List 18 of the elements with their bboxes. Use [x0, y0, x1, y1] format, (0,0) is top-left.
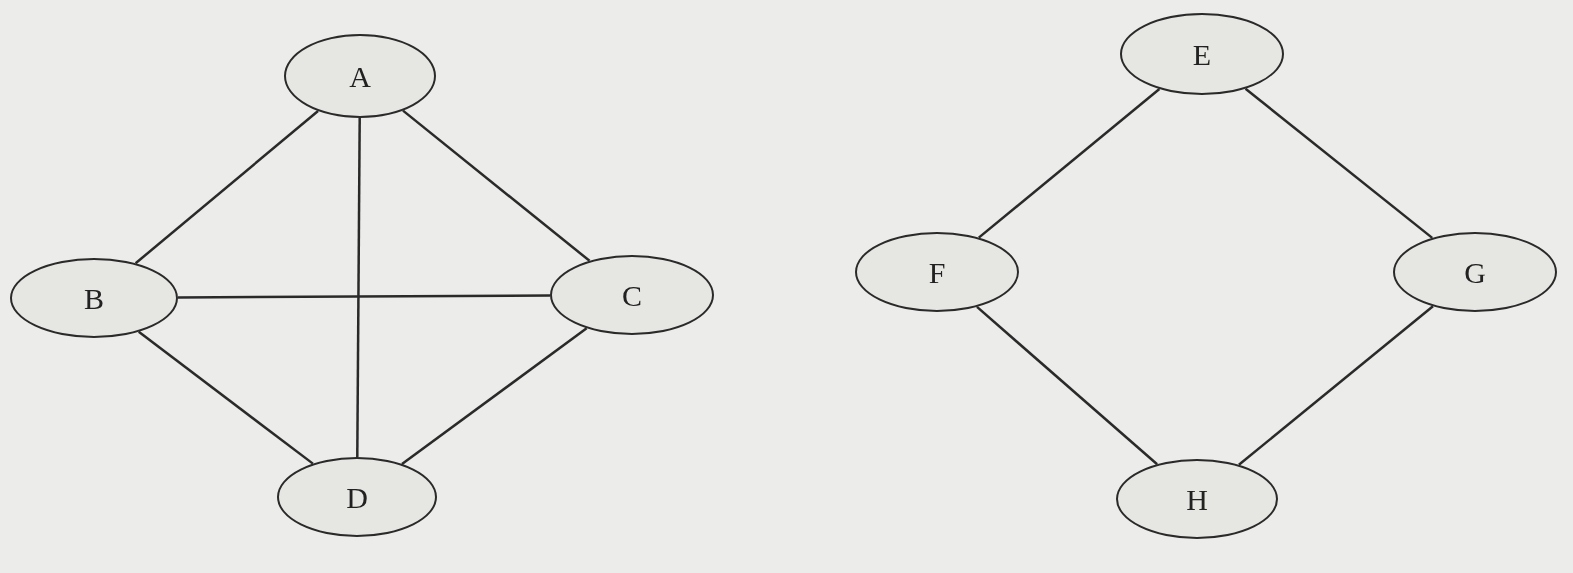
- node-label: G: [1464, 254, 1486, 291]
- node-label: F: [928, 254, 946, 291]
- connector-line: [401, 327, 588, 465]
- node-label: H: [1186, 481, 1208, 518]
- connector-line: [356, 118, 361, 457]
- node-label: B: [84, 280, 104, 317]
- connector-line: [1244, 87, 1434, 239]
- node-label: D: [346, 479, 368, 516]
- connector-line: [978, 88, 1161, 239]
- connector-line: [402, 109, 591, 262]
- connector-line: [138, 330, 314, 465]
- node-label: A: [349, 58, 371, 95]
- connector-line: [1238, 305, 1434, 466]
- connector-line: [178, 294, 550, 299]
- connector-line: [134, 110, 319, 265]
- connector-line: [976, 305, 1158, 466]
- node-label: E: [1192, 36, 1212, 73]
- node-label: C: [622, 277, 642, 314]
